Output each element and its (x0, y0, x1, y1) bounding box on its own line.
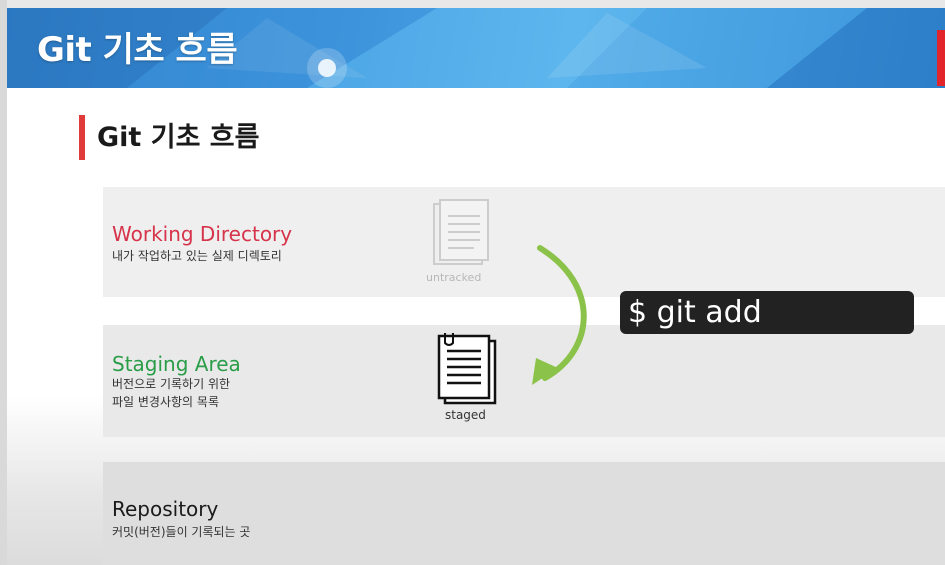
repository-row: Repository 커밋(버전)들이 기록되는 곳 (103, 462, 945, 565)
repository-description: 커밋(버전)들이 기록되는 곳 (112, 525, 251, 539)
staged-label: staged (445, 408, 486, 422)
staging-area-description: 버전으로 기록하기 위한 파일 변경사항의 목록 (112, 375, 230, 411)
working-directory-row: Working Directory 내가 작업하고 있는 실제 디렉토리 (103, 187, 945, 297)
header-banner: Git 기초 흐름 (7, 8, 945, 88)
banner-red-accent (937, 30, 945, 86)
working-directory-title: Working Directory (112, 222, 293, 246)
top-border (0, 0, 945, 8)
staging-area-description-line2: 파일 변경사항의 목록 (112, 395, 219, 409)
repository-title: Repository (112, 497, 219, 521)
banner-pattern (7, 8, 945, 88)
staging-area-description-line1: 버전으로 기록하기 위한 (112, 377, 231, 391)
git-add-command: $ git add (620, 291, 914, 334)
untracked-label: untracked (426, 271, 482, 284)
flow-arrow-icon (532, 245, 587, 385)
staging-area-row: Staging Area 버전으로 기록하기 위한 파일 변경사항의 목록 (103, 325, 945, 437)
section-title: Git 기초 흐름 (97, 122, 260, 153)
section-accent-bar (79, 115, 85, 160)
banner-title: Git 기초 흐름 (37, 30, 238, 70)
working-directory-description: 내가 작업하고 있는 실제 디렉토리 (112, 249, 282, 263)
staging-area-title: Staging Area (112, 352, 241, 376)
staged-document-icon (437, 333, 497, 405)
untracked-document-icon (433, 199, 489, 265)
left-border (0, 0, 7, 565)
